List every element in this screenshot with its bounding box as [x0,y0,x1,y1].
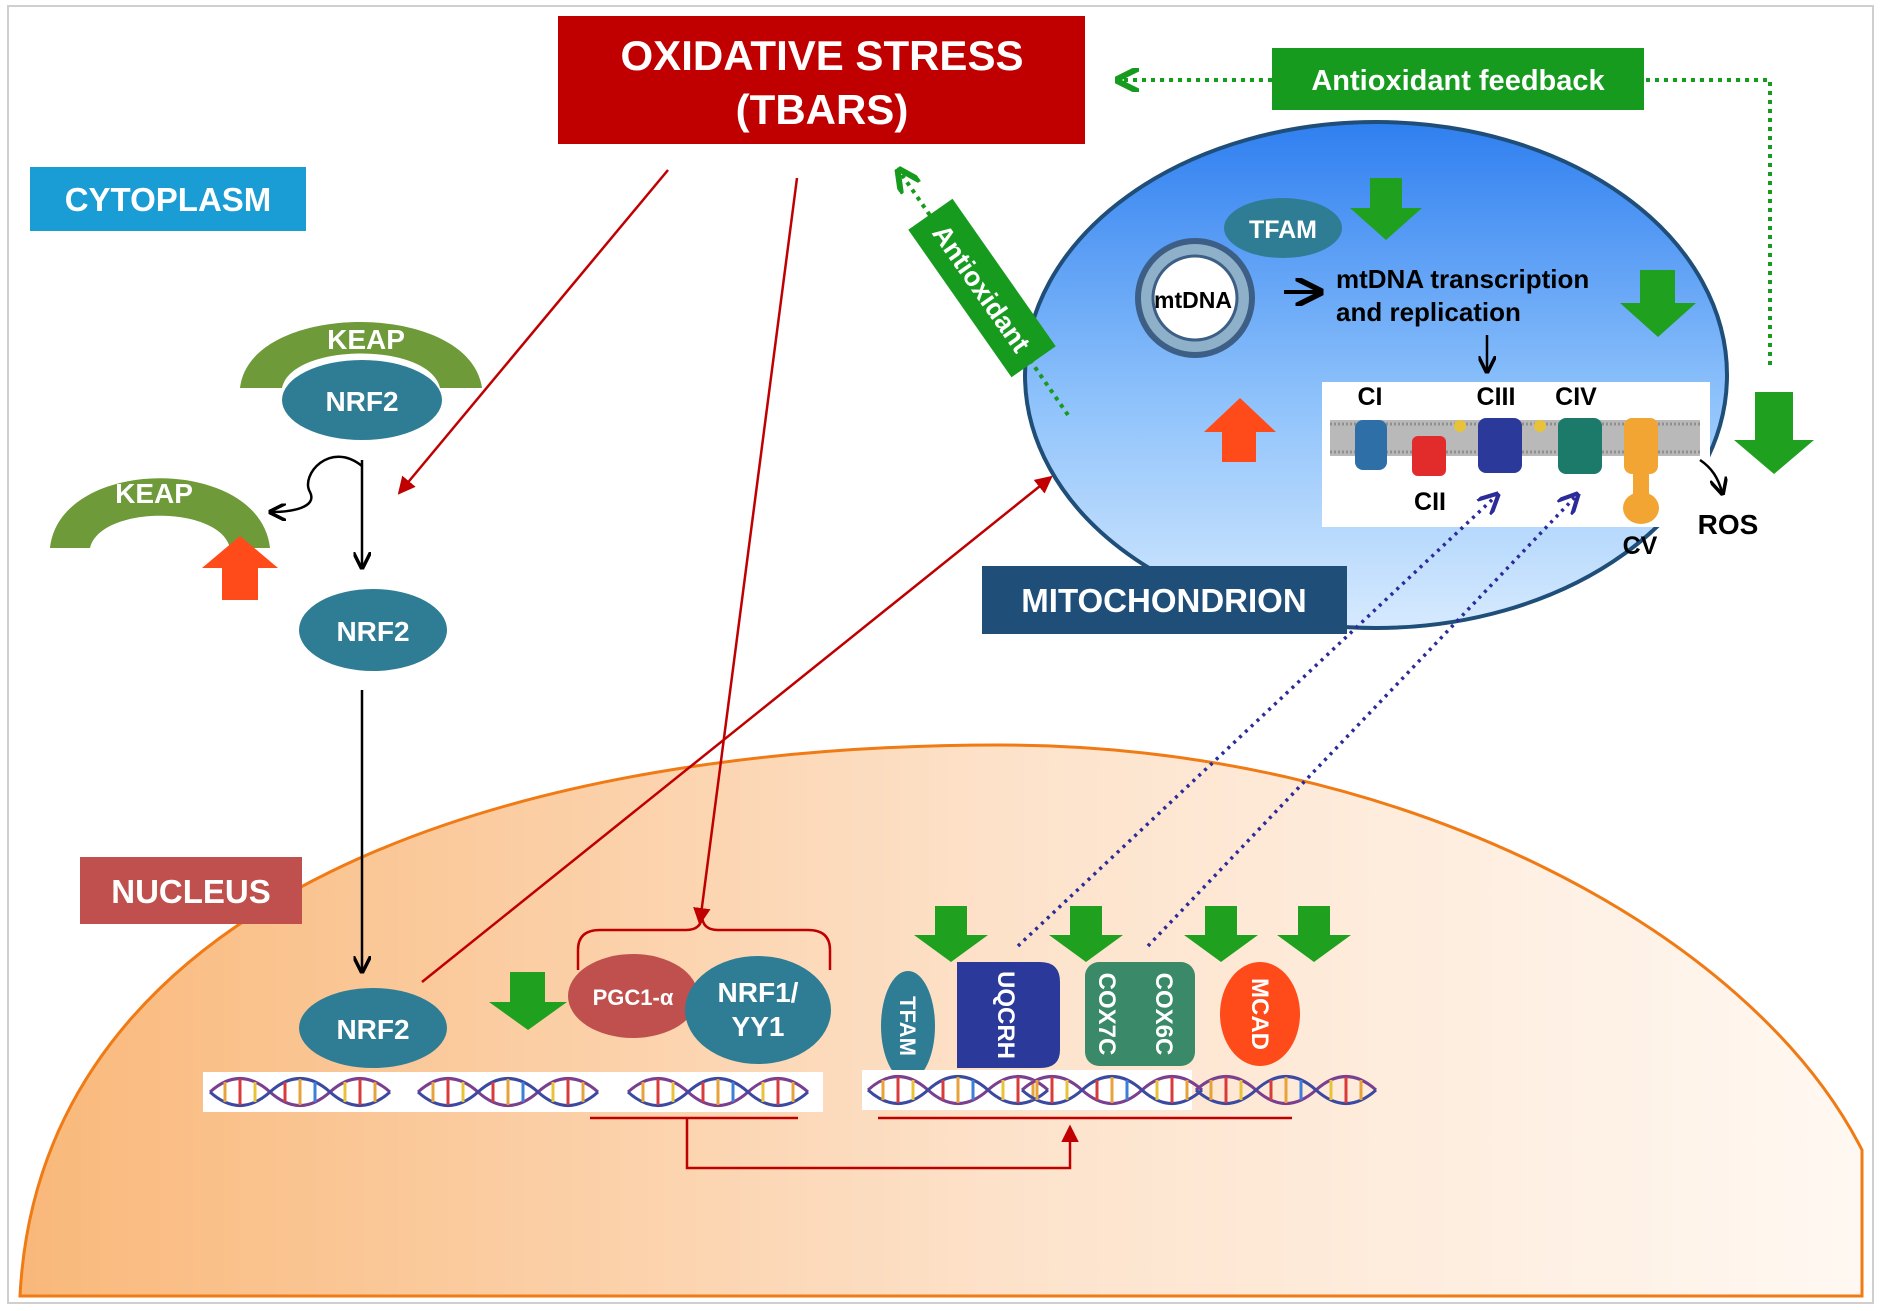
ci-label: CI [1358,383,1383,411]
gene-mcad: MCAD [1220,962,1300,1066]
antioxidant-feedback-path: Antioxidant feedback [1120,48,1772,365]
svg-text:NRF2: NRF2 [336,1014,409,1045]
svg-text:UQCRH: UQCRH [992,971,1019,1059]
dna-strips [203,1070,1378,1112]
complex-iii-shape [1478,418,1522,473]
complex-ii-shape [1412,436,1446,476]
svg-text:NUCLEUS: NUCLEUS [111,873,271,910]
stress-arrows [397,169,1053,983]
down-arrow-ros [1734,392,1814,474]
etc-panel [1322,382,1722,527]
keap-label: KEAP [327,324,405,355]
cv-label: CV [1623,532,1658,560]
svg-text:TFAM: TFAM [895,996,920,1056]
svg-text:KEAP: KEAP [115,478,193,509]
keap-released: KEAP [50,478,270,548]
gene-to-complex-arrows [1016,496,1576,948]
ros-label: ROS [1698,509,1759,540]
bracket [576,914,832,970]
nrf2-free: NRF2 [299,589,447,671]
complex-iv-shape [1558,418,1602,474]
svg-text:TFAM: TFAM [1249,216,1317,244]
tfam-mito: TFAM [1224,198,1342,258]
svg-text:NRF2: NRF2 [336,616,409,647]
ciii-label: CIII [1477,383,1516,411]
down-arrow-pgc1a [489,972,567,1030]
down-arrow-tfam [1350,178,1422,240]
oxidative-stress-box: OXIDATIVE STRESS (TBARS) [558,16,1085,144]
title-line-1: OXIDATIVE STRESS [621,32,1024,79]
gene-cox6c: COX6C [1150,973,1177,1056]
transcription-text-1: mtDNA transcription [1336,264,1589,294]
complex-i-shape [1355,420,1387,470]
cytoplasm-label: CYTOPLASM [30,167,306,231]
gene-cox7c-cox6c: COX7C COX6C [1085,962,1195,1066]
up-arrow-nrf2 [202,536,278,600]
nucleus-region [18,743,1864,1298]
nrf2-nucleus: NRF2 [299,988,447,1068]
svg-text:NRF1/: NRF1/ [718,977,799,1008]
up-arrow-mito [1204,398,1276,462]
svg-text:YY1: YY1 [732,1011,785,1042]
gene-cox7c: COX7C [1093,973,1120,1056]
antioxidant-feedback-label: Antioxidant feedback [1311,65,1605,97]
civ-label: CIV [1555,383,1597,411]
release-arrows [272,455,362,566]
transcription-text-2: and replication [1336,297,1521,327]
regulation-connector [590,1116,1292,1170]
cii-label: CII [1414,488,1446,516]
gene-tfam: TFAM [881,971,935,1081]
title-line-2: (TBARS) [736,86,909,133]
svg-text:MCAD: MCAD [1246,978,1273,1050]
pgc1a-protein: PGC1-α [568,954,698,1038]
svg-text:MITOCHONDRION: MITOCHONDRION [1021,582,1306,619]
nrf2-label: NRF2 [325,386,398,417]
complex-v-shape [1624,418,1658,474]
svg-text:CYTOPLASM: CYTOPLASM [65,181,272,218]
nrf1-yy1-protein: NRF1/ YY1 [685,956,831,1064]
mitochondrion-label: MITOCHONDRION [982,566,1347,634]
svg-text:PGC1-α: PGC1-α [593,985,674,1010]
mtdna-circle: mtDNA [1135,238,1255,358]
keap-nrf2-complex: KEAP NRF2 [240,322,482,440]
svg-text:mtDNA: mtDNA [1154,287,1232,313]
gene-down-arrows [914,906,1351,962]
gene-uqcrh: UQCRH [957,962,1060,1068]
down-arrow-transcription [1620,270,1696,337]
nucleus-label: NUCLEUS [80,857,302,924]
